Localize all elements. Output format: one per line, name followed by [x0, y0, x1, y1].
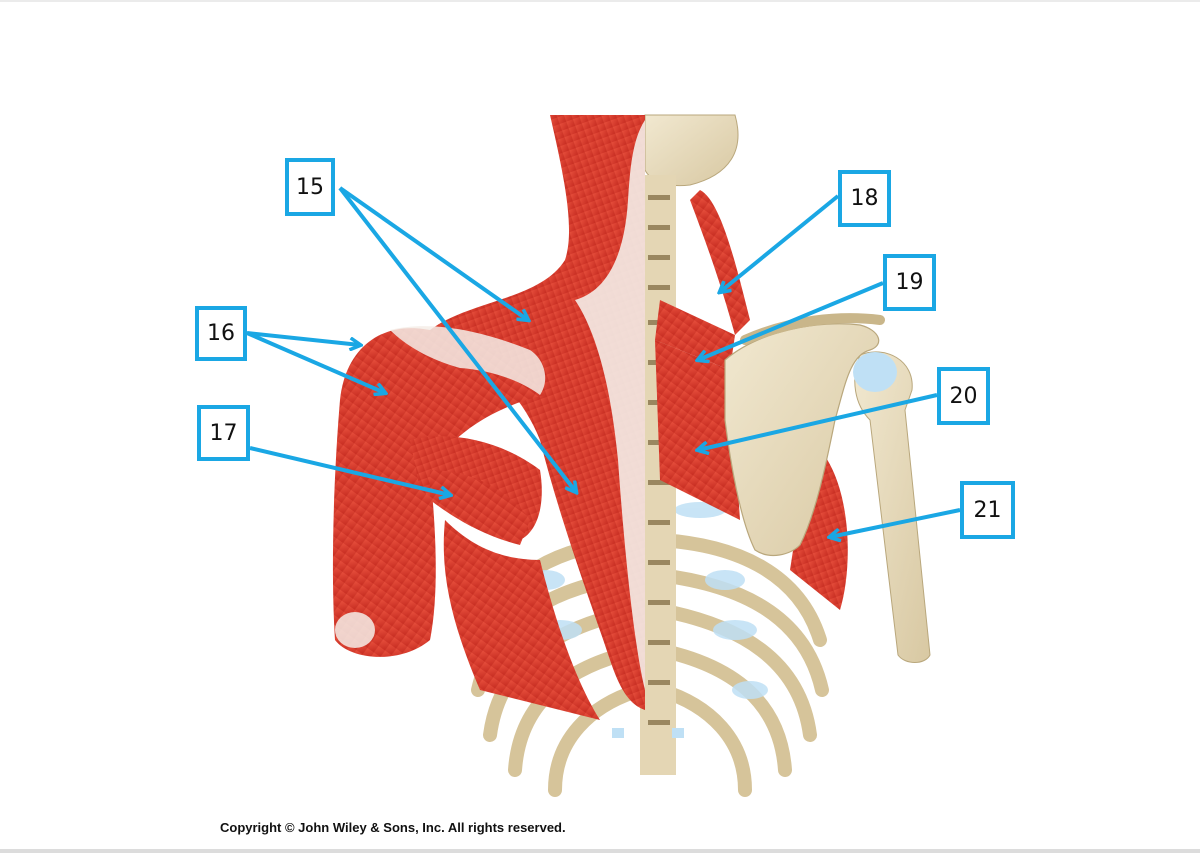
arrow-21 [830, 508, 961, 537]
deltoid [332, 328, 545, 657]
humerus [854, 351, 931, 663]
bottom-divider [0, 849, 1200, 853]
top-divider [0, 0, 1200, 2]
trapezius-aponeurosis [575, 120, 645, 690]
arrow-19 [698, 281, 884, 360]
arrow-16b [246, 331, 385, 393]
arrow-17 [249, 446, 450, 495]
levator-scapulae [690, 190, 750, 335]
teres-major [430, 470, 530, 545]
rhomboid-major [655, 340, 740, 520]
label-16: 16 [195, 306, 247, 361]
deltoid-insertion [335, 612, 375, 648]
trapezius [430, 115, 645, 710]
arrow-18 [720, 194, 840, 292]
latissimus-dorsi [443, 520, 600, 720]
arrow-16a [246, 331, 360, 345]
label-20: 20 [937, 367, 990, 425]
label-17: 17 [197, 405, 250, 461]
copyright-notice: Copyright © John Wiley & Sons, Inc. All … [220, 820, 566, 835]
arrow-15b [338, 186, 576, 492]
deltoid-tendon [390, 326, 546, 395]
arrow-20 [698, 393, 938, 450]
label-19: 19 [883, 254, 936, 311]
arrow-15a [338, 186, 528, 320]
label-21: 21 [960, 481, 1015, 539]
label-15: 15 [285, 158, 335, 216]
humeral-head-cartilage [853, 352, 897, 392]
label-18: 18 [838, 170, 891, 227]
